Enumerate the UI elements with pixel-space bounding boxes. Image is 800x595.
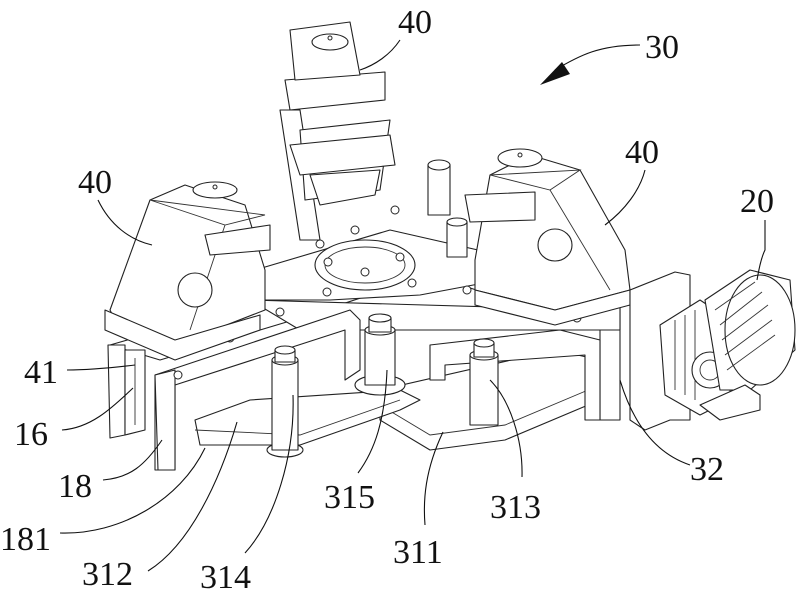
label-312: 312	[82, 556, 133, 593]
assembly-arrow	[540, 44, 641, 85]
label-18: 18	[58, 468, 92, 505]
side-plates	[107, 344, 176, 471]
label-315: 315	[324, 479, 375, 516]
label-40-left: 40	[78, 164, 112, 201]
label-313: 313	[490, 489, 541, 526]
center-plate	[173, 205, 582, 380]
right-machining-head	[464, 148, 631, 326]
left-machining-head	[104, 181, 271, 361]
label-16: 16	[14, 416, 48, 453]
locating-pin-314	[271, 345, 299, 451]
motor-assembly	[629, 269, 796, 431]
label-181: 181	[0, 521, 51, 558]
label-41: 41	[24, 354, 58, 391]
central-shaft-315	[354, 313, 406, 396]
label-20: 20	[740, 183, 774, 220]
label-311: 311	[393, 534, 443, 571]
label-32: 32	[690, 451, 724, 488]
label-30: 30	[645, 29, 679, 66]
label-40-right: 40	[625, 134, 659, 171]
reference-numerals: 30 40 40 40 20 41 16 18 181 312 314 315 …	[0, 4, 774, 595]
label-314: 314	[200, 559, 251, 595]
rear-posts	[427, 159, 468, 258]
label-40-top: 40	[398, 4, 432, 41]
top-machining-head	[279, 21, 396, 241]
leader-lines	[59, 39, 766, 572]
locating-pin-313	[469, 338, 499, 426]
